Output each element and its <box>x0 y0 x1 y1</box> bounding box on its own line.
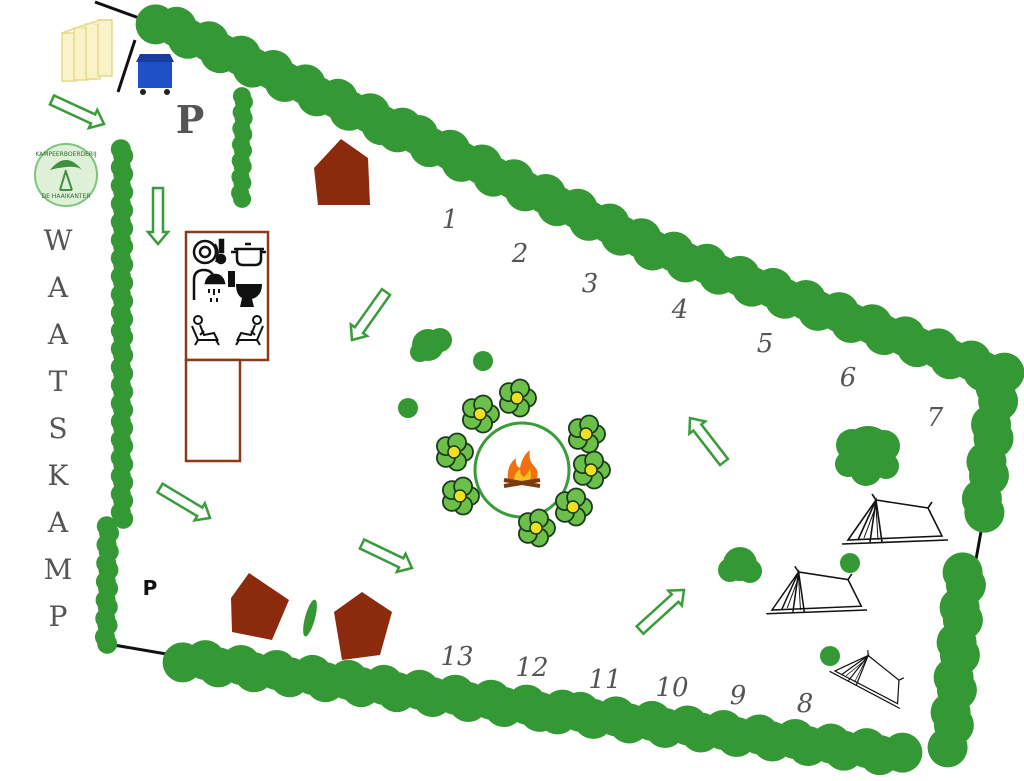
building-bottom-left <box>231 573 289 640</box>
hedge-top <box>135 4 1024 393</box>
plot-number: 4 <box>671 295 689 325</box>
plot-number: 11 <box>588 665 621 695</box>
facility-building <box>184 230 270 463</box>
flower <box>442 476 480 516</box>
side-label-letter: A <box>47 318 69 351</box>
hedge-inner-vertical <box>231 87 253 208</box>
shower-icon <box>192 268 226 302</box>
side-label-letter: S <box>48 412 67 445</box>
plot-number: 1 <box>442 205 459 235</box>
plot-number: 2 <box>511 239 529 269</box>
direction-arrow <box>155 481 212 523</box>
side-label-letter: A <box>47 506 69 539</box>
plot-number: 3 <box>582 269 599 299</box>
plot-number: 6 <box>840 363 857 393</box>
logo-top-text: KAMPEERBOERDERIJ <box>35 151 97 158</box>
flower <box>573 450 611 490</box>
bush <box>473 351 493 371</box>
relax-chair-icon <box>191 315 220 346</box>
building-bottom-right <box>334 592 392 660</box>
tent-icon <box>829 650 905 710</box>
side-label-letter: P <box>49 600 68 633</box>
plot-number: 8 <box>797 689 814 719</box>
firewood-crate-icon <box>61 19 113 82</box>
hedge-left <box>110 139 134 529</box>
parking-label-bottom: P <box>143 576 158 600</box>
facility-annex <box>184 358 242 463</box>
hedge-right-lower <box>927 552 986 768</box>
toilet-icon <box>228 271 262 307</box>
side-label-letter: K <box>48 459 70 492</box>
direction-arrow <box>145 186 171 246</box>
plot-number: 5 <box>757 329 774 359</box>
blue-container-bin-icon <box>136 54 174 95</box>
direction-arrow <box>634 588 686 636</box>
bush <box>820 646 840 666</box>
side-label-letter: T <box>49 365 68 398</box>
side-label-letter: W <box>44 224 73 257</box>
flower <box>499 378 537 418</box>
flower-ring <box>436 378 611 548</box>
camp-logo: KAMPEERBOERDERIJ DE HAAIKANTER <box>34 143 98 207</box>
bush <box>718 547 762 583</box>
side-label-letter: M <box>44 553 73 586</box>
flower <box>462 394 500 434</box>
hedge-left-lower <box>94 516 120 654</box>
direction-arrows <box>48 93 730 636</box>
direction-arrow <box>688 416 730 467</box>
building-top <box>314 139 370 205</box>
bush <box>410 328 452 362</box>
logo-bottom-text: DE HAAIKANTER <box>41 193 90 200</box>
side-label-letter: A <box>47 271 69 304</box>
bush <box>835 426 900 486</box>
campfire-area <box>436 378 611 548</box>
tent-icon <box>841 493 949 545</box>
bush <box>398 398 418 418</box>
dishes-icon <box>192 238 227 265</box>
bushes <box>303 328 900 666</box>
campfire-icon <box>503 450 541 488</box>
flower <box>436 432 474 472</box>
plot-number: 9 <box>730 681 747 711</box>
flower <box>555 487 593 527</box>
hedge-right-upper <box>961 367 1019 533</box>
tents <box>766 493 949 710</box>
hedge-border <box>94 4 1024 776</box>
plot-number: 10 <box>655 673 688 703</box>
small-hedge <box>303 599 317 637</box>
buildings <box>231 139 392 660</box>
tent-icon <box>766 565 868 615</box>
plot-number: 12 <box>515 653 548 683</box>
plot-number: 13 <box>440 642 473 672</box>
plot-number: 7 <box>927 403 944 433</box>
bush <box>840 553 860 573</box>
boundary-line-entrance <box>116 39 137 93</box>
direction-arrow <box>358 537 414 574</box>
flower <box>568 414 606 454</box>
direction-arrow <box>48 93 106 130</box>
cooking-pot-icon <box>231 242 266 267</box>
relax-chair-icon <box>235 315 264 346</box>
flower <box>518 508 556 548</box>
direction-arrow <box>349 287 392 342</box>
hedge-bottom <box>162 640 923 776</box>
parking-label-top: P <box>176 97 205 142</box>
